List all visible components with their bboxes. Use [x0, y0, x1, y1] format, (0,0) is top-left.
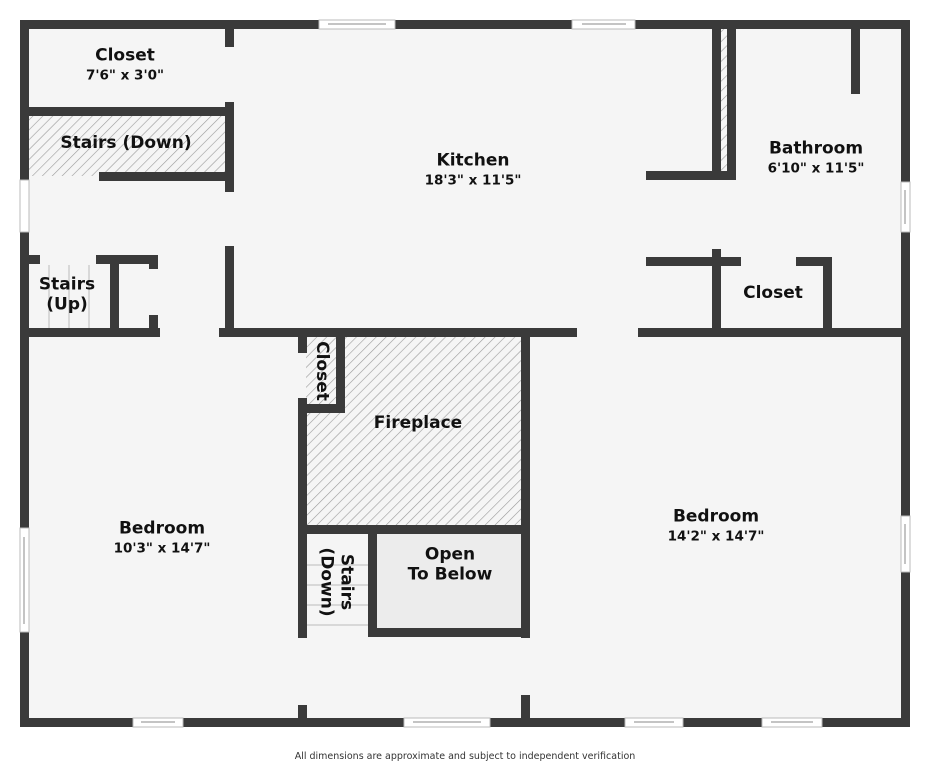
room-name-line1: Stairs: [336, 553, 357, 611]
window-sills: [23, 23, 906, 723]
room-name: Closet: [743, 283, 803, 304]
room-name: Bedroom: [118, 518, 206, 539]
room-bathroom: Bathroom 6'10" x 11'5": [768, 139, 865, 176]
room-name: Closet: [311, 341, 332, 401]
room-name: Stairs (Down): [60, 133, 192, 154]
room-dimensions: 7'6" x 3'0": [85, 67, 165, 84]
room-dimensions: 10'3" x 14'7": [113, 540, 211, 557]
room-fireplace: Fireplace: [374, 414, 462, 434]
room-name-line1: Open: [424, 544, 476, 565]
stairs-down-top-hatch: [29, 116, 225, 176]
room-closet-bath: Closet: [743, 284, 803, 304]
room-name-line2: (Up): [46, 294, 88, 314]
room-stairs-down-top: Stairs (Down): [60, 134, 191, 154]
room-closet-top-left: Closet 7'6" x 3'0": [86, 46, 164, 83]
room-open-to-below: Open To Below: [408, 545, 493, 584]
room-stairs-up: Stairs (Up): [39, 275, 95, 314]
room-closet-mid: Closet: [311, 341, 332, 401]
room-bedroom-left: Bedroom 10'3" x 14'7": [114, 519, 211, 556]
room-name: Kitchen: [436, 150, 510, 171]
room-stairs-down-mid: Stairs (Down): [316, 547, 357, 617]
room-dimensions: 6'10" x 11'5": [767, 160, 865, 177]
room-name: Fireplace: [373, 413, 463, 434]
room-name: Bathroom: [768, 138, 864, 159]
room-name: Bedroom: [672, 506, 760, 527]
room-name-line2: To Below: [407, 564, 493, 584]
room-kitchen: Kitchen 18'3" x 11'5": [425, 151, 522, 188]
room-bedroom-right: Bedroom 14'2" x 14'7": [668, 507, 765, 544]
room-dimensions: 14'2" x 14'7": [667, 528, 765, 545]
walls: [20, 20, 910, 727]
open-to-below-area: [376, 534, 522, 630]
bath-partition-hatch: [721, 29, 727, 171]
room-name-line2: (Down): [317, 547, 337, 617]
disclaimer-text: All dimensions are approximate and subje…: [294, 751, 636, 762]
stair-treads-up: [48, 265, 90, 328]
stair-treads-down-mid: [307, 564, 368, 626]
room-dimensions: 18'3" x 11'5": [424, 172, 522, 189]
room-name: Closet: [95, 45, 155, 66]
room-name-line1: Stairs: [38, 274, 96, 295]
